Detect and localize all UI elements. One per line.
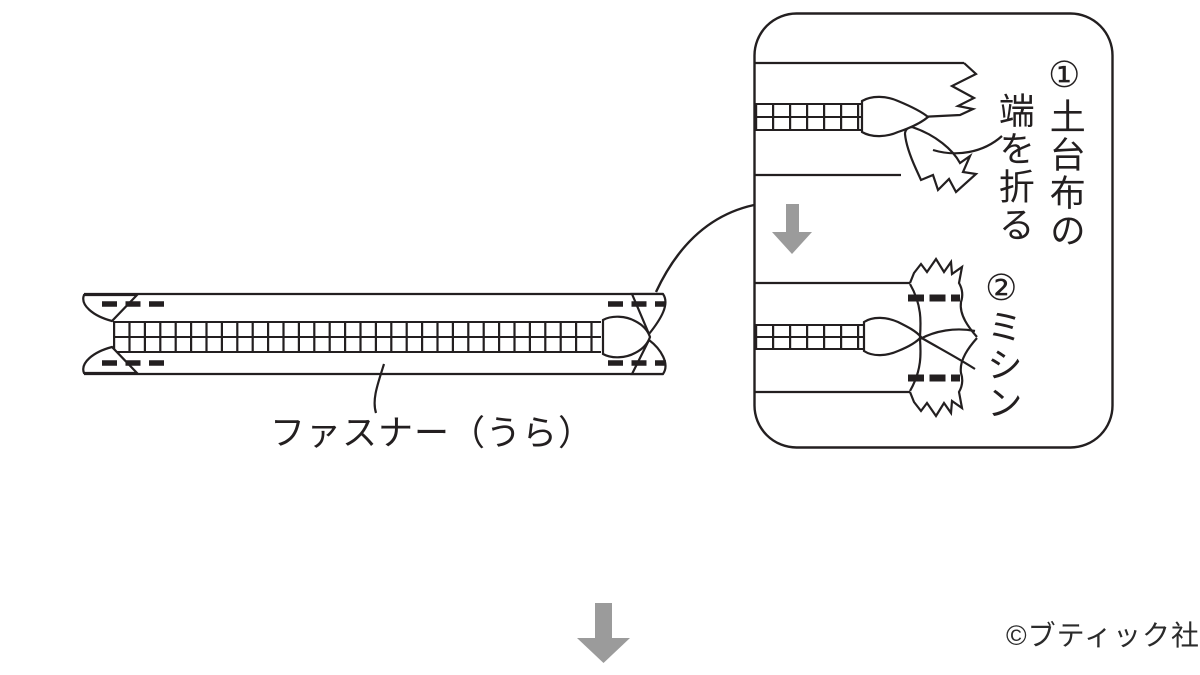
step2-zipper-slider xyxy=(862,316,923,357)
step1-zipper-slider xyxy=(860,95,930,138)
inset-step1-detail xyxy=(755,61,1003,194)
fold-stitch-dashes xyxy=(102,301,666,366)
zipper-slider xyxy=(601,315,652,359)
step1-tape-torn-edge xyxy=(919,62,978,119)
step1-leader-line xyxy=(932,135,1003,155)
step1-zipper-teeth xyxy=(755,103,862,131)
inset-leader-line xyxy=(654,203,755,293)
label-leader-line xyxy=(373,363,386,414)
fold-flap-bottom-left xyxy=(82,345,140,375)
step1-label-column1: ①土台布の xyxy=(1044,55,1086,250)
zipper-end-folds xyxy=(82,292,667,376)
down-arrow-icon xyxy=(577,603,630,663)
step2-number: ② xyxy=(981,268,1023,311)
main-zipper-diagram xyxy=(82,292,667,376)
step2-stitch-dashes xyxy=(908,294,960,382)
fold-flap-top-left xyxy=(82,293,140,323)
inset-callout-box xyxy=(753,12,1114,449)
step1-fabric-tail xyxy=(903,125,979,194)
zipper-label: ファスナー（うら） xyxy=(270,414,595,453)
inset-step2-detail xyxy=(755,256,978,419)
step2-label: ミシン xyxy=(981,308,1023,422)
down-arrow-icon xyxy=(772,204,812,254)
step2-fold-edge-lower xyxy=(909,328,976,392)
step2-folded-end-bottom xyxy=(908,337,978,419)
zipper-teeth xyxy=(113,321,601,353)
step2-folded-end-top xyxy=(908,256,978,338)
copyright-notice: ©ブティック社 xyxy=(1006,620,1200,651)
step2-zipper-teeth xyxy=(755,324,864,350)
step1-label-column2: 端を折る xyxy=(993,92,1035,244)
